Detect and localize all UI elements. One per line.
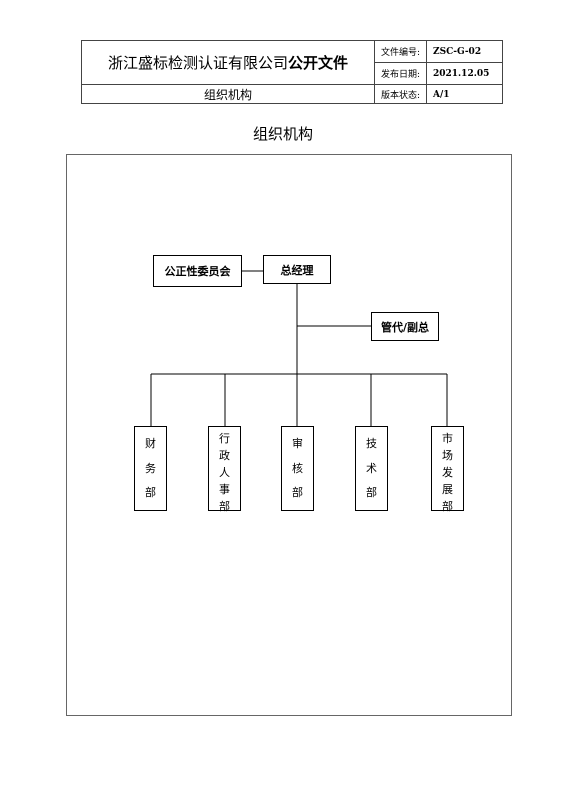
dept-char: 事 [219,483,230,496]
dept-box-audit: 审 核 部 [281,426,314,511]
dept-char: 部 [442,500,453,513]
doc-number-value: ZSC-G-02 [427,41,503,63]
version-label: 版本状态: [375,85,427,104]
doc-type: 公开文件 [288,54,349,72]
dept-char: 审 [292,437,303,450]
dept-char: 场 [442,449,453,462]
dept-char: 政 [219,449,230,462]
doc-number-label: 文件编号: [375,41,427,63]
dept-char: 展 [442,483,453,496]
dept-char: 核 [292,461,303,475]
dept-char: 人 [219,466,230,479]
dept-char: 部 [219,500,230,513]
release-date-label: 发布日期: [375,63,427,85]
dept-char: 技 [366,437,377,450]
general-manager-box: 总经理 [263,255,331,284]
release-date-value: 2021.12.05 [427,63,503,85]
dept-box-finance: 财 务 部 [134,426,167,511]
dept-char: 财 [145,437,156,450]
dept-char: 部 [145,486,156,499]
page-title: 组织机构 [252,125,313,143]
dept-char: 行 [219,432,230,445]
dept-char: 务 [145,461,156,475]
org-chart-frame [66,154,512,716]
deputy-label: 管代/副总 [380,320,430,334]
company-name-cell: 浙江盛标检测认证有限公司公开文件 [82,41,375,85]
version-value: A/1 [433,89,450,100]
dept-char: 市 [442,432,453,445]
committee-box: 公正性委员会 [153,255,242,287]
deputy-box: 管代/副总 [371,312,439,341]
company-name: 浙江盛标检测认证有限公司 [107,54,288,72]
doc-title: 组织机构 [203,88,252,102]
dept-char: 发 [442,466,453,479]
doc-title-cell: 组织机构 [82,85,375,104]
dept-box-tech: 技 术 部 [355,426,388,511]
committee-label: 公正性委员会 [164,265,231,278]
dept-char: 部 [292,486,303,499]
dept-box-admin: 行 政 人 事 部 [208,426,241,513]
document-header-table: 浙江盛标检测认证有限公司公开文件 组织机构 文件编号: ZSC-G-02 发布日… [81,40,503,104]
dept-box-market: 市 场 发 展 部 [431,426,464,513]
general-manager-label: 总经理 [280,263,314,277]
dept-char: 部 [366,486,377,499]
dept-char: 术 [366,461,377,475]
